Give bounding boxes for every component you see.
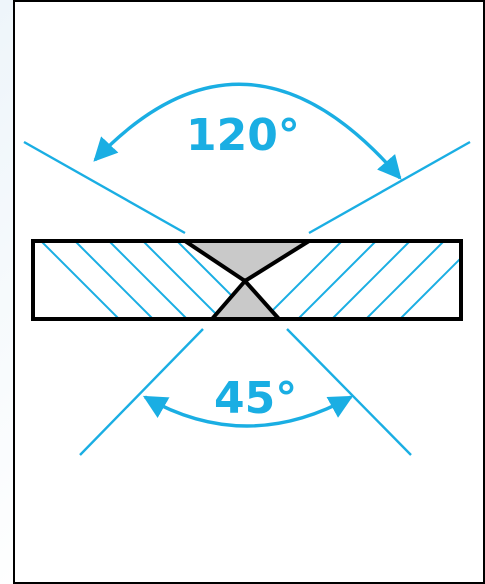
plate-outline xyxy=(31,239,463,321)
upper-weld-fill xyxy=(185,241,309,281)
lower-weld-fill xyxy=(212,281,279,319)
angle-arc-120 xyxy=(93,82,402,180)
upper-right-extension-line xyxy=(308,140,471,235)
lower-groove-edge xyxy=(210,277,281,321)
lower-left-extension-line xyxy=(79,328,204,456)
angle-label-120: 120° xyxy=(186,110,300,161)
lower-right-extension-line xyxy=(286,328,412,456)
angle-arc-45 xyxy=(142,395,354,428)
upper-left-extension-line xyxy=(23,140,186,235)
angle-label-45: 45° xyxy=(214,373,298,424)
